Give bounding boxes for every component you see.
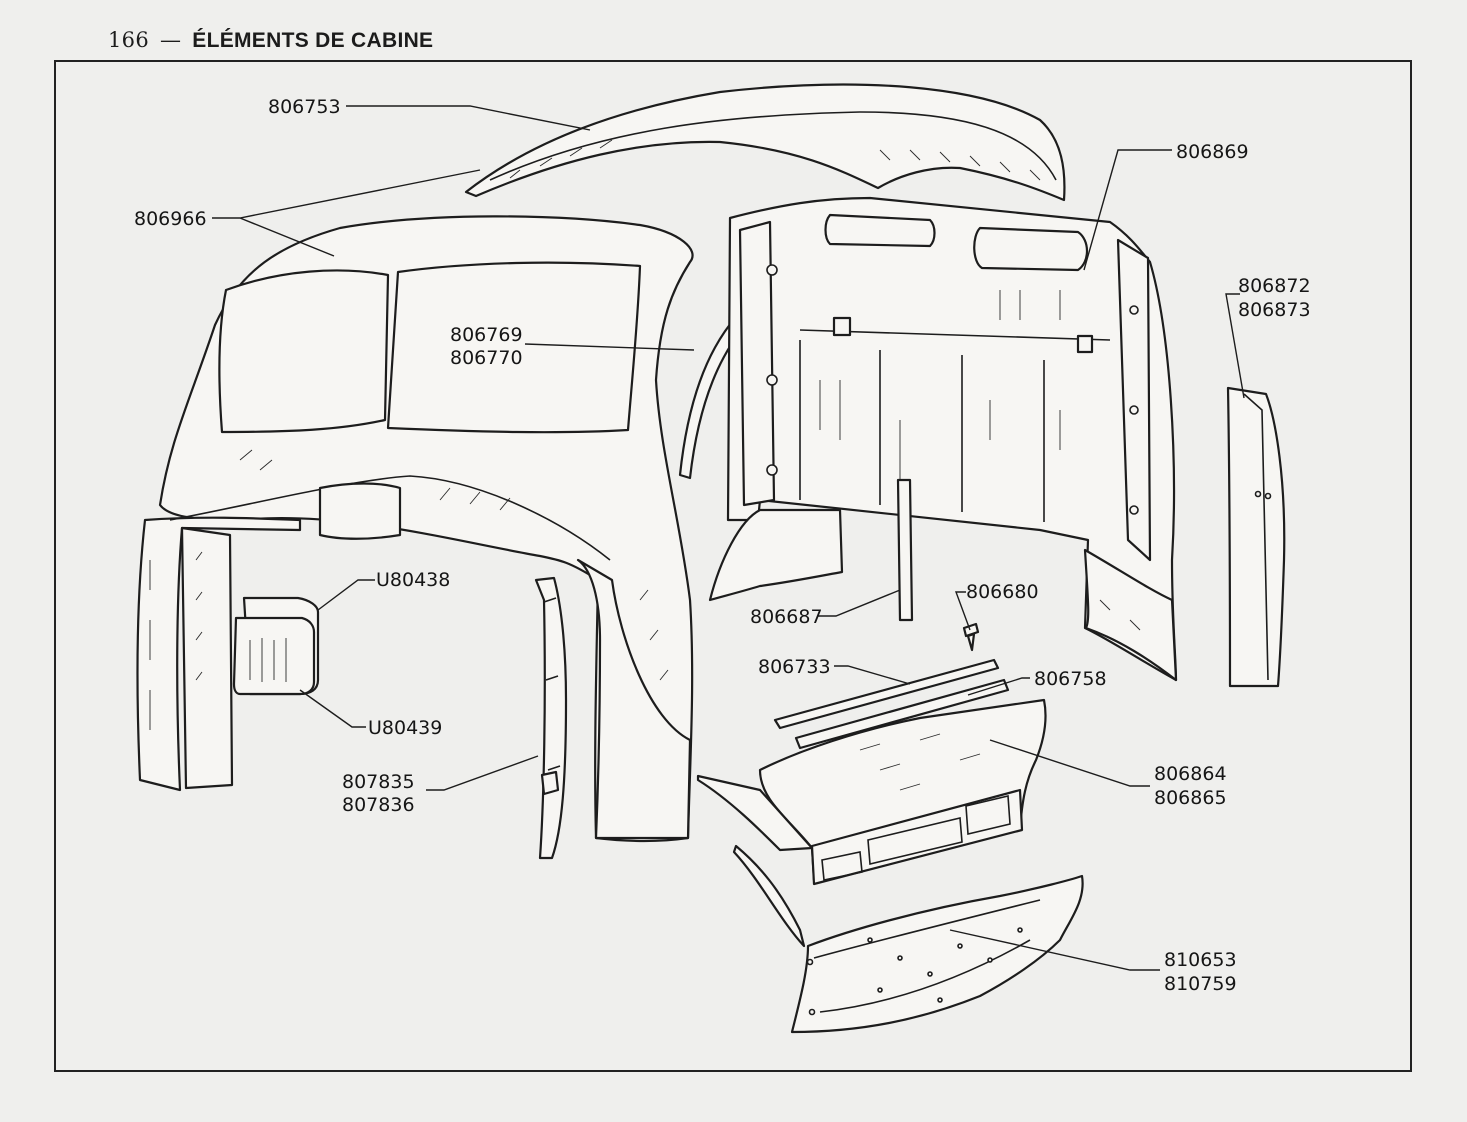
- label-vertical-rod: 806687: [750, 606, 823, 628]
- floor-panel: [696, 698, 1047, 886]
- label-rear-window-gasket-b: 806770: [450, 347, 523, 369]
- label-step-plate-b: 810759: [1164, 973, 1237, 995]
- step-plate: [732, 844, 1084, 1034]
- label-door-pillar-right-a: 806872: [1238, 275, 1311, 297]
- cab-front-shell: [136, 215, 694, 843]
- sill-strip: [794, 678, 1010, 750]
- leader-lines: [212, 105, 1245, 971]
- screw: [962, 622, 980, 652]
- seal-strip: [773, 658, 1000, 730]
- page-number: 166: [108, 28, 149, 52]
- label-mounting-plate-upper: U80438: [376, 569, 450, 591]
- page-header: 166 — ÉLÉMENTS DE CABINE: [108, 28, 433, 53]
- label-floor-panel-b: 806865: [1154, 787, 1227, 809]
- label-screw: 806680: [966, 581, 1039, 603]
- diagram-frame: [54, 60, 1412, 1072]
- label-mounting-plate-lower: U80439: [368, 717, 442, 739]
- rear-panel: [708, 196, 1178, 682]
- door-pillar-left: [534, 576, 568, 860]
- label-door-pillar-left-b: 807836: [342, 794, 415, 816]
- label-rear-window-gasket-a: 806769: [450, 324, 523, 346]
- label-door-pillar-right-b: 806873: [1238, 299, 1311, 321]
- label-cab-front-shell: 806966: [134, 208, 207, 230]
- mounting-plates: [232, 596, 320, 696]
- label-sill-strip: 806758: [1034, 668, 1107, 690]
- header-separator: —: [159, 28, 182, 52]
- door-pillar-right: [1226, 386, 1286, 688]
- page-title: ÉLÉMENTS DE CABINE: [192, 29, 434, 52]
- label-roof-panel: 806753: [268, 96, 341, 118]
- label-step-plate-a: 810653: [1164, 949, 1237, 971]
- part-labels: 806753 806966 806869 806872 806873 80676…: [134, 96, 1311, 995]
- label-door-pillar-left-a: 807835: [342, 771, 415, 793]
- roof-panel: [464, 83, 1066, 202]
- label-seal-strip: 806733: [758, 656, 831, 678]
- vertical-rod: [896, 478, 914, 622]
- label-rear-panel: 806869: [1176, 141, 1249, 163]
- label-floor-panel-a: 806864: [1154, 763, 1227, 785]
